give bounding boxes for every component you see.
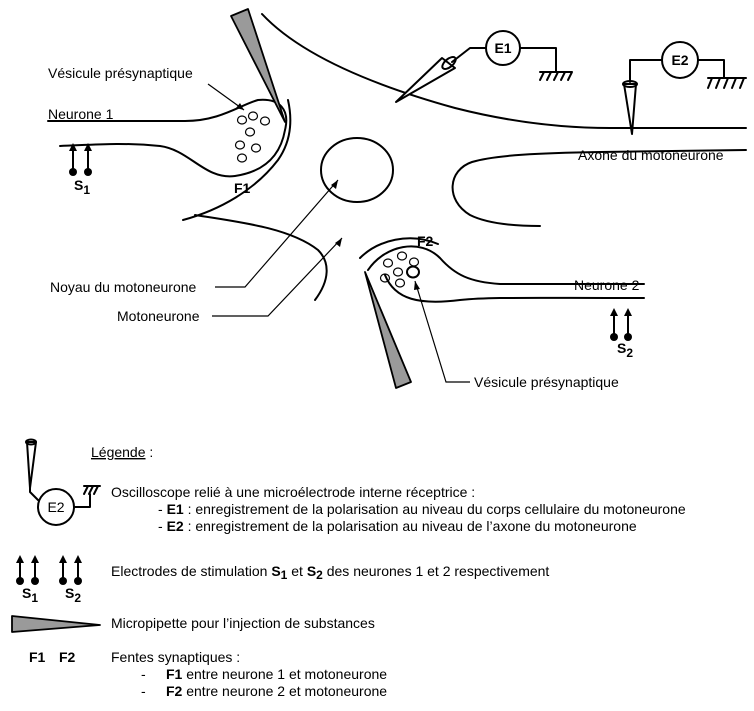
legend-micropipette-text: Micropipette pour l’injection de substan…: [111, 615, 375, 631]
legend-stimulation-symbols: [16, 555, 82, 585]
e1-label: E1: [494, 40, 511, 56]
legend-f2-symbol: F2: [59, 649, 76, 665]
nucleus-circle: [320, 137, 394, 203]
legend-f1-symbol: F1: [29, 649, 46, 665]
legend-s1-symbol: S1: [22, 585, 38, 605]
legend-micropipette-symbol: [11, 615, 101, 633]
neurone-1-terminal: [47, 98, 288, 178]
legend-s2-symbol: S2: [65, 585, 81, 605]
legend-stimulation-text: Electrodes de stimulation S1 et S2 des n…: [111, 563, 549, 582]
legend-fente1-dash: -: [141, 666, 146, 682]
neurone-1-label: Neurone 1: [48, 106, 114, 122]
vesicle-2-highlight: [406, 265, 420, 279]
s1-label: S1: [74, 177, 90, 197]
electrode-e2: [622, 41, 747, 135]
electrode-e1: [395, 30, 573, 103]
oscilloscope-symbol: [25, 438, 101, 526]
legend-oscilloscope-text: Oscilloscope relié à une microélectrode …: [111, 484, 475, 500]
legend-fente2-line: F2 entre neurone 2 et motoneurone: [166, 683, 387, 699]
legend-fente1-line: F1 entre neurone 1 et motoneurone: [166, 666, 387, 682]
legend-title: Légende :: [91, 444, 153, 460]
motoneurone-label: Motoneurone: [117, 308, 200, 324]
noyau-label: Noyau du motoneurone: [50, 279, 197, 295]
micropipette-bottom: [364, 271, 412, 389]
stimulation-electrode-s1: [69, 143, 92, 176]
legend-fente2-dash: -: [141, 683, 146, 699]
legend-e2-symbol-label: E2: [47, 499, 64, 515]
micropipette-top: [230, 8, 286, 123]
motoneurone-body: [182, 13, 747, 301]
axone-label: Axone du motoneurone: [578, 147, 724, 163]
stimulation-electrode-s2: [610, 308, 632, 341]
f2-label: F2: [417, 233, 434, 249]
neurone-2-label: Neurone 2: [574, 277, 640, 293]
vesicule-presynaptique-2-label: Vésicule présynaptique: [474, 374, 619, 390]
vesicule-presynaptique-1-label: Vésicule présynaptique: [48, 65, 193, 81]
neurone-2-terminal: [367, 245, 645, 303]
legend-e1-line: - E1 : enregistrement de la polarisation…: [158, 501, 686, 517]
pointer-lines: [207, 83, 470, 383]
legend-fentes-title: Fentes synaptiques :: [111, 649, 240, 665]
e2-label: E2: [671, 52, 688, 68]
legend-e2-line: - E2 : enregistrement de la polarisation…: [158, 518, 637, 534]
f1-label: F1: [234, 180, 251, 196]
s2-label: S2: [617, 340, 633, 360]
